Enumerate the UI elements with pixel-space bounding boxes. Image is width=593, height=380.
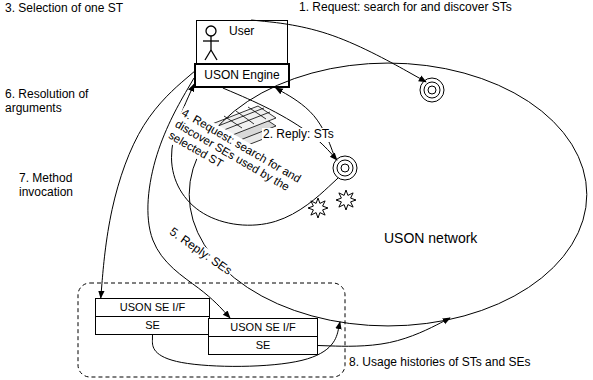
node-label: USON SE I/F bbox=[120, 301, 185, 314]
node-label: USON SE I/F bbox=[230, 321, 295, 334]
network-label: USON network bbox=[384, 230, 477, 246]
service-box: SE bbox=[208, 336, 318, 355]
flow-arrow bbox=[318, 318, 450, 346]
step-label: 3. Selection of one ST bbox=[4, 2, 124, 16]
engine-box: USON Engine bbox=[194, 63, 290, 88]
target-circle bbox=[420, 78, 444, 102]
step-label: 7. Method invocation bbox=[18, 172, 92, 200]
step-label: 5. Reply: SEs bbox=[166, 225, 235, 279]
flow-arrow bbox=[101, 72, 194, 298]
node-label: SE bbox=[145, 319, 160, 332]
starburst bbox=[308, 198, 328, 218]
network-ellipse: USON network bbox=[188, 62, 588, 327]
service-box: USON SE I/F bbox=[208, 318, 318, 337]
service-box: SE bbox=[95, 316, 210, 335]
node-label: USON Engine bbox=[204, 69, 279, 83]
starburst bbox=[336, 190, 356, 210]
user-box: UserUSON Engine bbox=[196, 20, 288, 88]
node-label: User bbox=[229, 25, 254, 39]
network-ellipse-line bbox=[189, 63, 587, 326]
service-box: USON SE I/F bbox=[95, 298, 210, 317]
step-label: 1. Request: search for and discover STs bbox=[298, 1, 513, 15]
dashed-group bbox=[78, 283, 345, 377]
network-outline bbox=[188, 62, 588, 327]
step-label: 4. Request: search for and discover SEs … bbox=[165, 106, 312, 214]
step-label: 6. Resolution of arguments bbox=[4, 88, 106, 116]
person-icon bbox=[203, 26, 219, 60]
node-label: SE bbox=[256, 339, 271, 352]
step-label: 8. Usage histories of STs and SEs bbox=[348, 356, 531, 370]
step-label: 2. Reply: STs bbox=[262, 128, 335, 142]
